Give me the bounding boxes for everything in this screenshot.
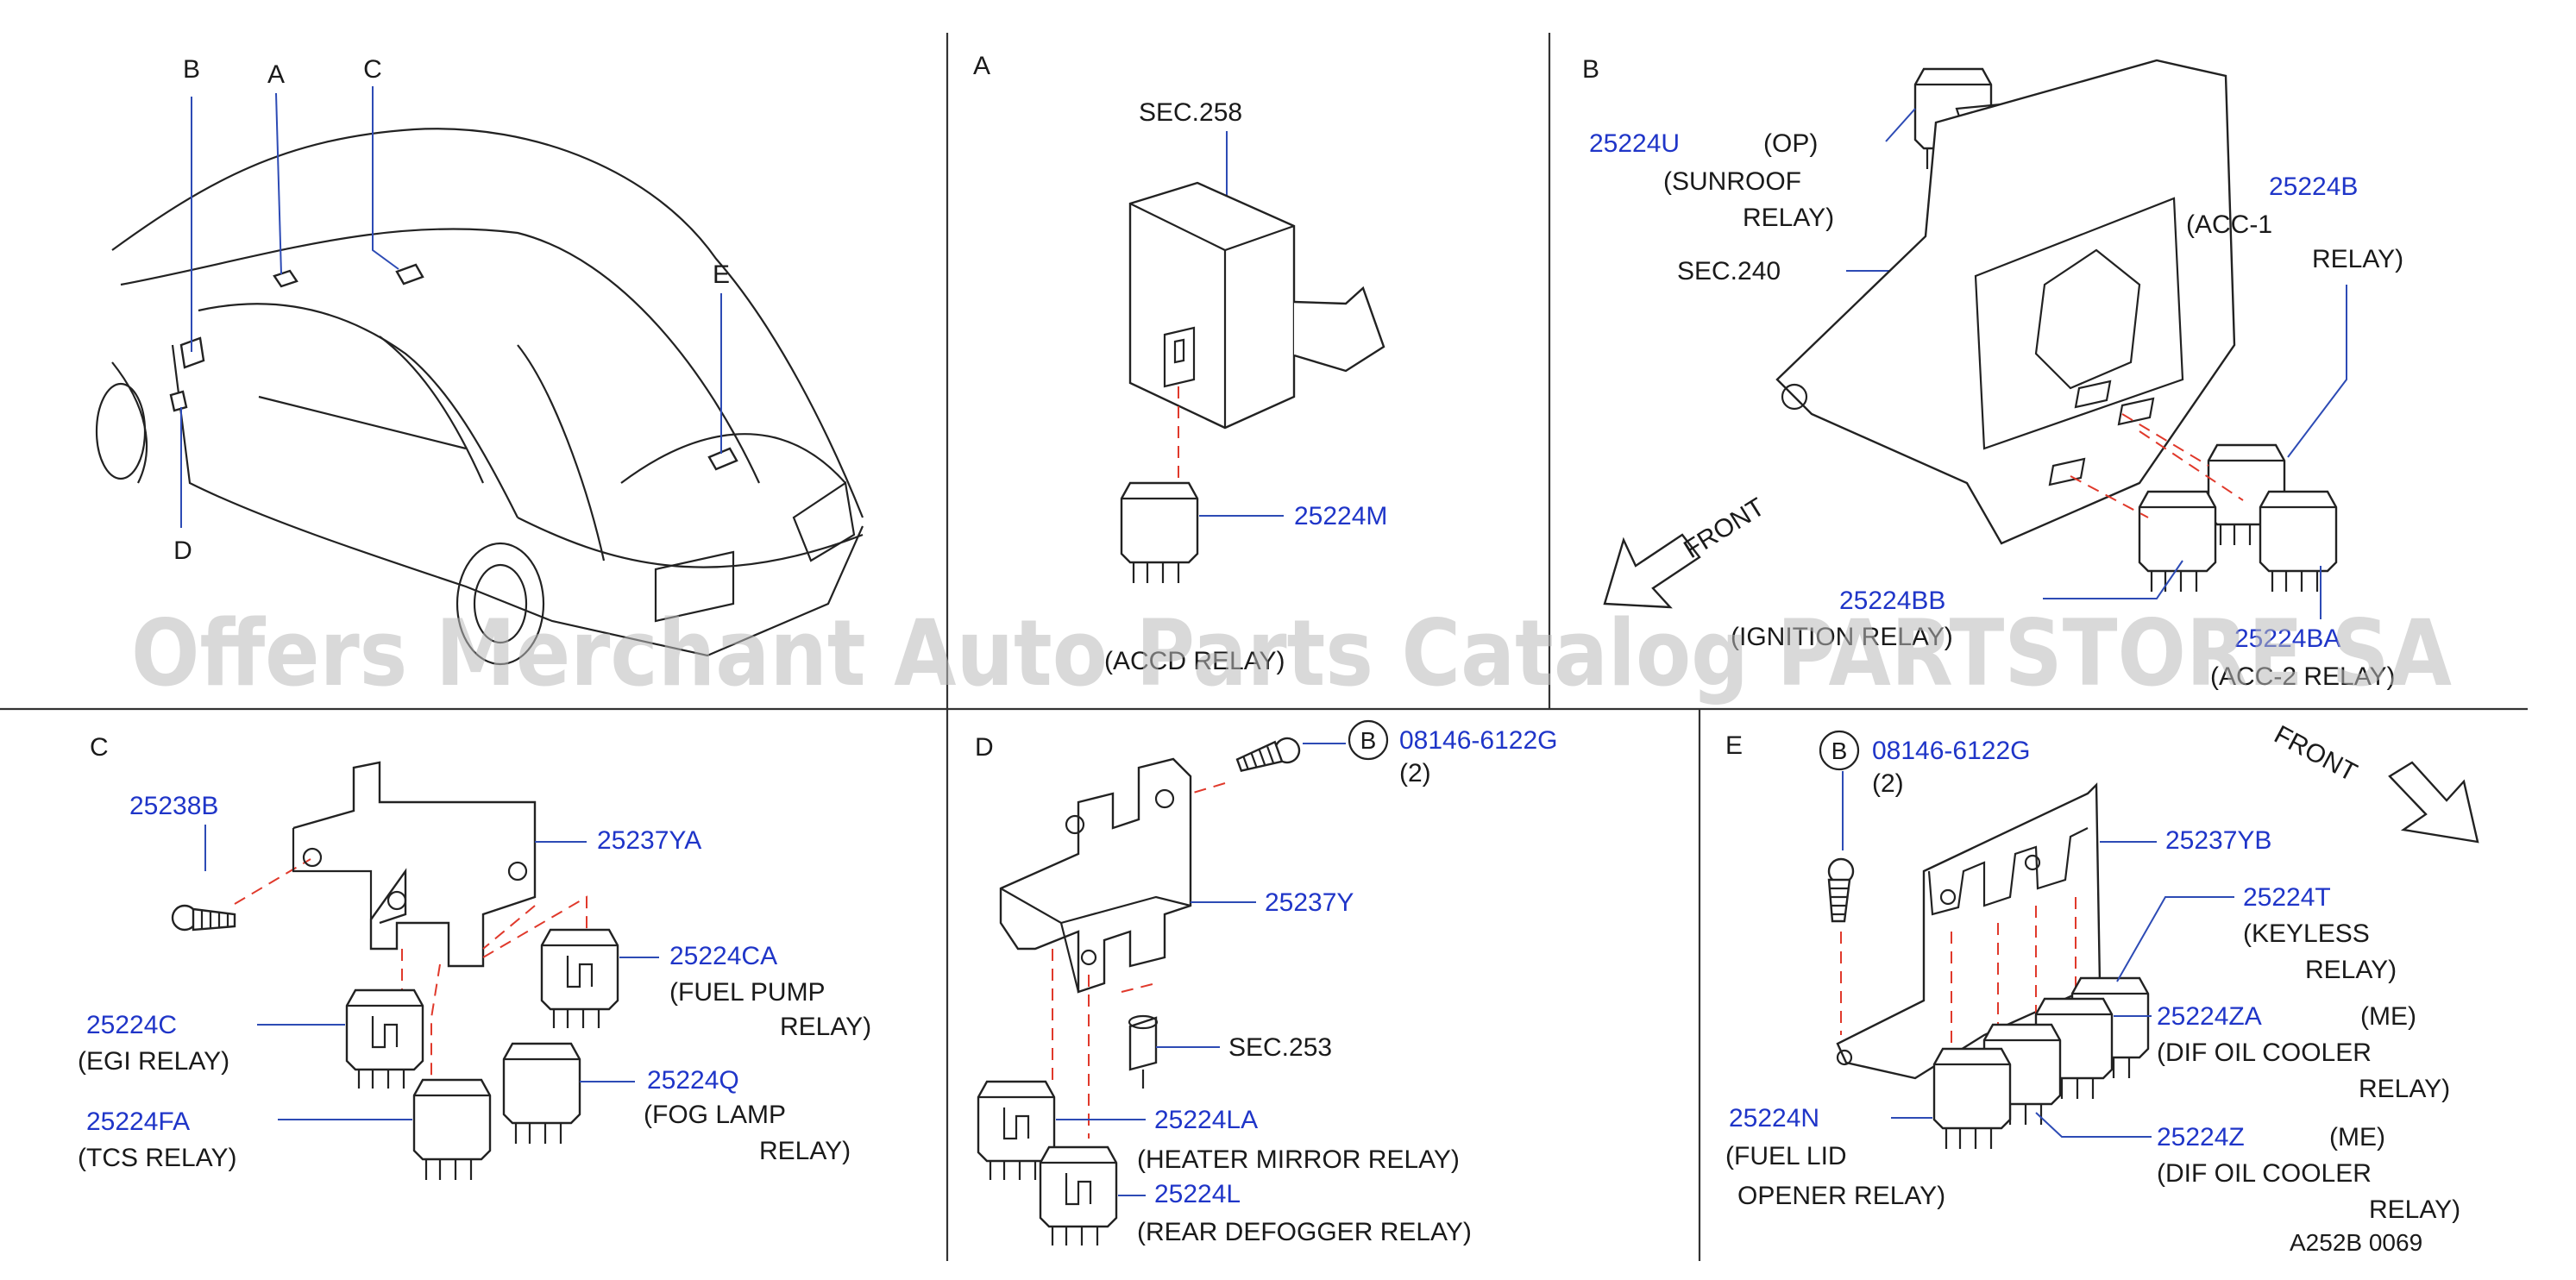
bolt-25238B xyxy=(171,904,236,932)
callout-e: E xyxy=(713,260,730,289)
part-25224U: 25224U xyxy=(1589,129,1680,158)
dif-oil-label-2b: RELAY) xyxy=(2369,1195,2460,1224)
bolt-08146-d xyxy=(1235,733,1304,781)
callout-c: C xyxy=(363,55,382,84)
watermark-text: Offers Merchant Auto Parts Catalog PARTS… xyxy=(131,600,2452,706)
fuel-pump-label-2: RELAY) xyxy=(780,1013,871,1041)
fuel-pump-label-1: (FUEL PUMP xyxy=(669,978,826,1007)
sunroof-label-1: (SUNROOF xyxy=(1663,167,1801,196)
relay-bracket-240 xyxy=(1775,59,2236,545)
front-label-b: FRONT xyxy=(1679,493,1769,564)
b-marker-d: B xyxy=(1360,727,1377,754)
relay-25224FA xyxy=(412,1078,492,1182)
dif-oil-label-1a: (DIF OIL COOLER xyxy=(2157,1038,2372,1067)
sec-253-label: SEC.253 xyxy=(1228,1033,1332,1062)
qty-d: (2) xyxy=(1399,759,1431,787)
sec-240-label: SEC.240 xyxy=(1677,257,1781,285)
front-arrow-icon-e xyxy=(2388,761,2479,844)
part-08146-e: 08146-6122G xyxy=(1872,737,2031,765)
part-25224BB: 25224BB xyxy=(1839,587,1945,615)
sensor-253 xyxy=(1128,1014,1159,1089)
callout-a: A xyxy=(267,60,285,89)
acc1-label-1: (ACC-1 xyxy=(2186,210,2272,239)
panel-e-title: E xyxy=(1725,731,1743,760)
panel-d-title: D xyxy=(975,733,994,762)
op-tag: (OP) xyxy=(1763,129,1818,158)
part-25224T: 25224T xyxy=(2243,883,2331,912)
relay-25224BA xyxy=(2259,490,2338,593)
fog-lamp-label-2: RELAY) xyxy=(759,1137,851,1165)
part-25237YB: 25237YB xyxy=(2165,826,2271,855)
part-25224ZA: 25224ZA xyxy=(2157,1002,2262,1031)
panel-a-title: A xyxy=(973,52,990,80)
accd-relay-label: (ACCD RELAY) xyxy=(1104,647,1285,675)
bracket-25237Y xyxy=(999,757,1192,994)
egi-relay-label: (EGI RELAY) xyxy=(78,1047,229,1076)
fog-lamp-label-1: (FOG LAMP xyxy=(644,1101,786,1129)
panel-dividers xyxy=(0,33,2528,1261)
bolt-08146-e xyxy=(1827,857,1855,923)
fuel-lid-label-2: OPENER RELAY) xyxy=(1737,1182,1945,1210)
keyless-label-2: RELAY) xyxy=(2305,956,2397,984)
part-25224C: 25224C xyxy=(86,1011,177,1039)
dif-oil-label-2a: (DIF OIL COOLER xyxy=(2157,1159,2372,1188)
front-label-e: FRONT xyxy=(2270,720,2362,787)
part-25224CA: 25224CA xyxy=(669,942,777,970)
part-25224BA: 25224BA xyxy=(2234,624,2340,653)
tcs-relay-label: (TCS RELAY) xyxy=(78,1144,236,1172)
sunroof-label-2: RELAY) xyxy=(1743,204,1834,232)
panel-e: E B 08146-6122G (2) FRONT 25237YB 25224T… xyxy=(1725,720,2479,1256)
location-markers xyxy=(169,263,738,471)
part-25224N: 25224N xyxy=(1729,1104,1819,1133)
part-25224L: 25224L xyxy=(1154,1180,1241,1208)
sec-258-label: SEC.258 xyxy=(1139,98,1242,127)
panel-d: D B 08146-6122G (2) 25237Y SEC.253 25224… xyxy=(975,719,1558,1247)
part-25224B: 25224B xyxy=(2269,173,2358,201)
part-25224LA: 25224LA xyxy=(1154,1106,1258,1134)
part-08146-d: 08146-6122G xyxy=(1399,726,1558,755)
qty-e: (2) xyxy=(1872,769,1904,798)
part-25237YA: 25237YA xyxy=(597,826,701,855)
acc2-relay-label: (ACC-2 RELAY) xyxy=(2210,662,2395,691)
relay-25224BB xyxy=(2138,490,2217,593)
heater-mirror-label: (HEATER MIRROR RELAY) xyxy=(1137,1145,1460,1174)
part-25224Z: 25224Z xyxy=(2157,1123,2245,1151)
relay-25224M xyxy=(1120,481,1199,585)
part-25224FA: 25224FA xyxy=(86,1107,190,1136)
ignition-relay-label: (IGNITION RELAY) xyxy=(1731,623,1953,651)
bracket-25237YA xyxy=(292,761,537,968)
control-unit-258 xyxy=(1128,181,1385,430)
relay-25224Q xyxy=(502,1042,581,1145)
me-tag-1: (ME) xyxy=(2360,1002,2416,1031)
panel-c-title: C xyxy=(90,733,109,762)
callout-lines xyxy=(180,86,722,528)
part-25224M: 25224M xyxy=(1294,502,1387,530)
panel-b-title: B xyxy=(1582,55,1599,84)
vehicle-overview: B A C E D xyxy=(95,55,864,666)
relay-25224CA xyxy=(540,928,619,1030)
fuel-lid-label-1: (FUEL LID xyxy=(1725,1142,1847,1170)
part-25237Y: 25237Y xyxy=(1265,888,1354,917)
acc1-label-2: RELAY) xyxy=(2312,245,2403,273)
car-illustration xyxy=(95,128,864,666)
figure-code: A252B 0069 xyxy=(2290,1229,2422,1256)
b-marker-e: B xyxy=(1831,737,1848,764)
part-25238B: 25238B xyxy=(129,792,218,820)
panel-b: B 25224U (OP) (SUNROOF RELAY) SEC.240 25… xyxy=(1582,55,2403,691)
dif-oil-label-1b: RELAY) xyxy=(2359,1075,2450,1103)
relay-25224N xyxy=(1932,1047,2012,1151)
keyless-label-1: (KEYLESS xyxy=(2243,919,2370,948)
part-25224Q: 25224Q xyxy=(647,1066,739,1095)
relay-25224L xyxy=(1039,1145,1118,1247)
me-tag-2: (ME) xyxy=(2329,1123,2385,1151)
front-arrow-icon xyxy=(1603,533,1701,609)
relay-25224C xyxy=(345,988,424,1090)
rear-defogger-label: (REAR DEFOGGER RELAY) xyxy=(1137,1218,1472,1246)
panel-a: A SEC.258 25224M (ACCD RELAY) xyxy=(973,52,1387,675)
callout-b: B xyxy=(183,55,200,84)
callout-d: D xyxy=(173,536,192,565)
panel-c: C 25238B 25237YA 25224CA (FUEL PUMP RELA… xyxy=(78,733,871,1182)
